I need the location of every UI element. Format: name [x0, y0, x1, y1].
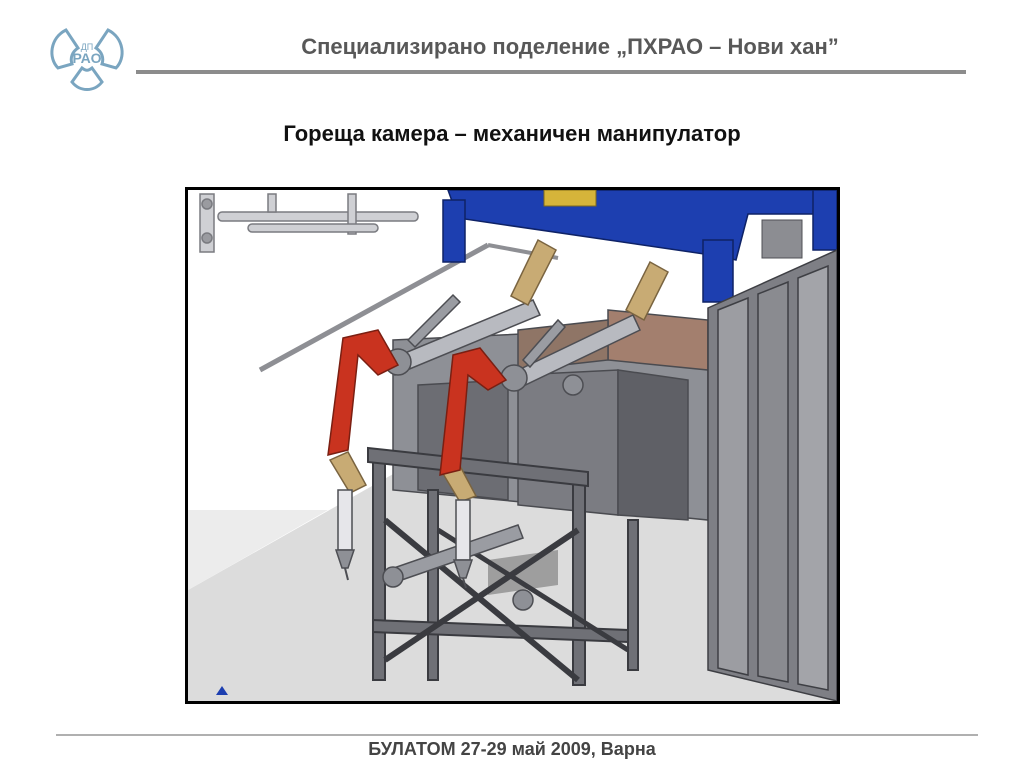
- trefoil-logo-icon: ДП РАО: [50, 28, 124, 91]
- logo-text-small: ДП: [81, 42, 94, 52]
- footer-text: БУЛАТОМ 27-29 май 2009, Варна: [368, 739, 656, 759]
- manipulator-illustration: [188, 190, 837, 701]
- footer-divider: [56, 734, 978, 736]
- header-title: Специализирано поделение „ПХРАО – Нови х…: [301, 34, 839, 59]
- company-logo: ДП РАО: [44, 18, 130, 98]
- slide-title: Гореща камера – механичен манипулатор: [283, 121, 741, 146]
- logo-text-main: РАО: [73, 50, 102, 66]
- manipulator-figure: [185, 187, 840, 704]
- header-divider: [136, 70, 966, 74]
